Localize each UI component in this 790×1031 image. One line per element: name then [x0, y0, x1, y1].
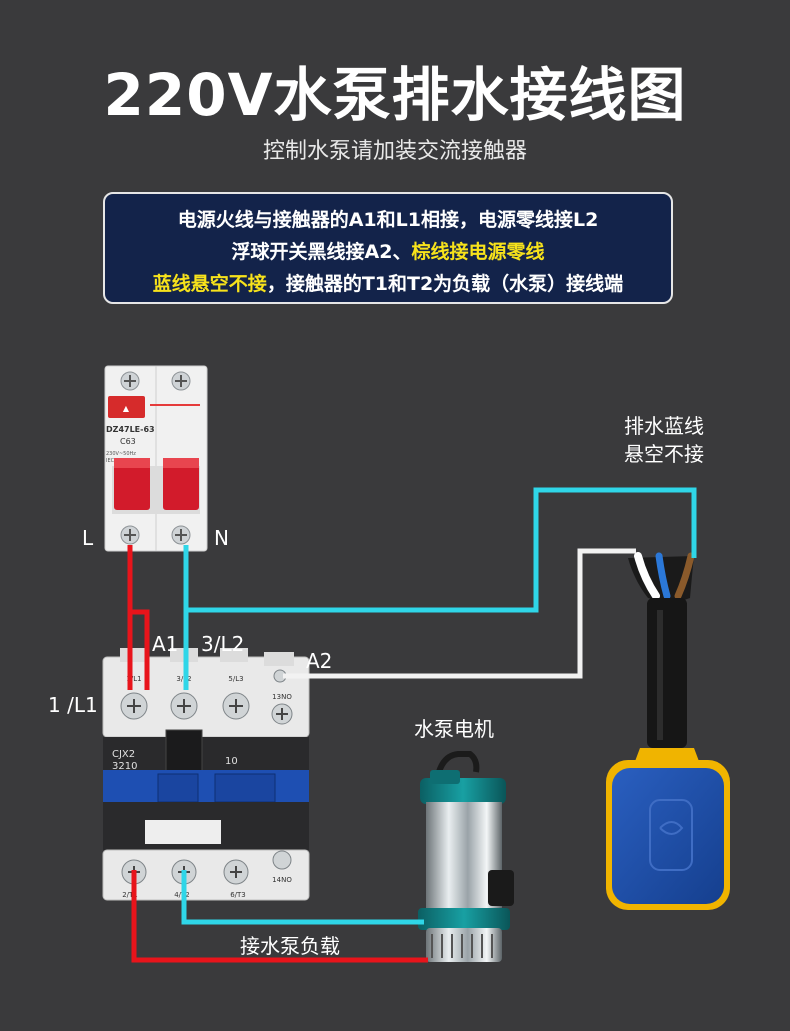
contactor-term-top-3: 5/L3 [228, 675, 243, 683]
label-L1: 1 /L1 [48, 693, 98, 717]
label-load: 接水泵负载 [240, 934, 340, 958]
water-pump [418, 751, 514, 962]
breaker-toggle-right [163, 458, 199, 510]
circuit-breaker: ▲ DZ47LE-63 C63 230V~50Hz IEC61009-1 [104, 365, 208, 552]
contactor-term-bottom-1: 2/T1 [122, 891, 138, 899]
float-cable [647, 598, 687, 748]
page-title: 220V水泵排水接线图 [103, 61, 687, 129]
label-blue-wire-1: 排水蓝线 [624, 414, 704, 438]
instruction-line-3: 蓝线悬空不接，接触器的T1和T2为负载（水泵）接线端 [105, 268, 671, 300]
contactor-term-top-1: 1/L1 [126, 675, 141, 683]
breaker-rating: C63 [120, 437, 136, 446]
label-L2: 3/L2 [201, 632, 245, 656]
white-wire-a2 [283, 548, 636, 679]
instruction-line-2: 浮球开关黑线接A2、棕线接电源零线 [105, 236, 671, 268]
red-wire-load [131, 870, 428, 963]
contactor-term-bottom-4: 14NO [272, 876, 292, 884]
breaker-spec-1: 230V~50Hz [106, 451, 136, 457]
label-A2: A2 [306, 649, 333, 673]
contactor-term-top-4: 13NO [272, 693, 292, 701]
breaker-logo: ▲ [123, 404, 130, 413]
breaker-toggle-left [114, 458, 150, 510]
ac-contactor: 1/L1 3/L2 5/L3 13NO CJX2 3210 10 2/T1 4/… [102, 648, 310, 901]
instruction-line-1: 电源火线与接触器的A1和L1相接，电源零线接L2 [177, 209, 599, 231]
red-wire-a1 [130, 609, 150, 690]
cyan-wire-load [181, 870, 424, 925]
float-switch [606, 552, 730, 910]
page-subtitle: 控制水泵请加装交流接触器 [262, 139, 527, 164]
cyan-wire-to-float [186, 487, 697, 613]
contactor-model-1: CJX2 [112, 749, 135, 760]
instruction-box: 电源火线与接触器的A1和L1相接，电源零线接L2 浮球开关黑线接A2、棕线接电源… [103, 192, 673, 304]
label-N: N [214, 526, 229, 550]
contactor-model-2: 3210 [112, 761, 137, 772]
label-blue-wire-2: 悬空不接 [624, 442, 704, 466]
label-pump: 水泵电机 [414, 717, 494, 741]
instruction-line-2-highlight: 棕线接电源零线 [411, 241, 545, 263]
contactor-term-bottom-3: 6/T3 [230, 891, 246, 899]
label-A1: A1 [152, 632, 179, 656]
instruction-line-3-text: ，接触器的T1和T2为负载（水泵）接线端 [266, 273, 624, 295]
breaker-model: DZ47LE-63 [106, 425, 155, 434]
instruction-line-3-highlight: 蓝线悬空不接 [152, 273, 267, 295]
wires [127, 487, 697, 963]
contactor-num: 10 [225, 756, 238, 767]
label-L: L [82, 526, 94, 550]
instruction-line-2-text: 浮球开关黑线接A2、 [231, 241, 412, 263]
